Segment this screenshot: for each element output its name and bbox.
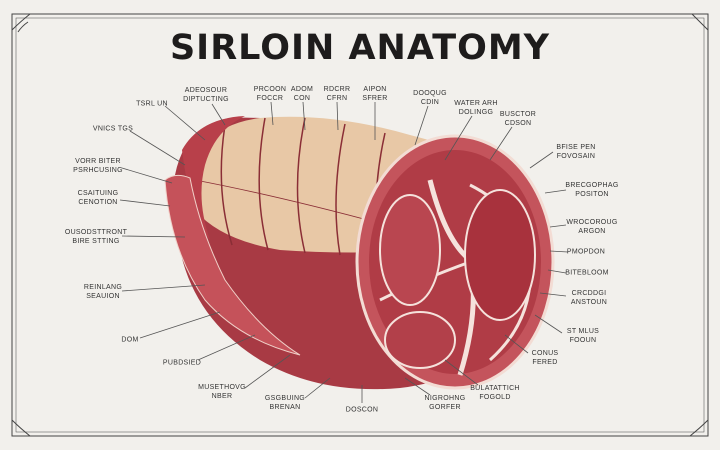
label: PUBDSIED <box>162 359 202 367</box>
label: BITEBLOOM <box>565 269 609 277</box>
page-title: SIRLOIN ANATOMY <box>169 28 551 68</box>
decorative-border <box>11 13 709 437</box>
label: PMOPDON <box>566 248 606 256</box>
leader-lines <box>119 101 569 403</box>
label: DOM <box>121 336 139 344</box>
label: DOSCON <box>345 406 379 414</box>
label: TSRL UN <box>136 100 168 108</box>
label: VNICS TGS <box>92 125 134 133</box>
sirloin-illustration <box>164 116 555 390</box>
